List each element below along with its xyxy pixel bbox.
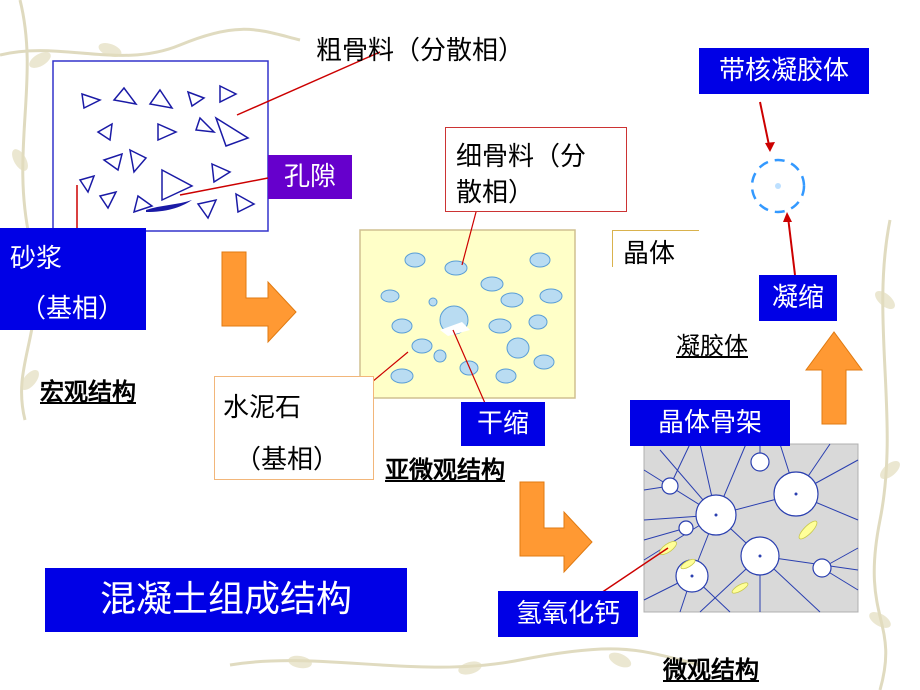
arrow-micro-to-gel: [805, 331, 863, 425]
cement-stone-line2: （基相）: [235, 445, 340, 475]
submicro-structure-title: 亚微观结构: [385, 456, 505, 484]
mortar-label-line1: 砂浆: [10, 244, 63, 274]
macro-structure-title: 宏观结构: [40, 378, 136, 406]
fine-aggregate-line1: 细骨料（分: [456, 142, 587, 172]
mortar-label-line2: （基相）: [20, 294, 125, 324]
concrete-structure-title: 混凝土组成结构: [45, 568, 407, 632]
crystal-skeleton-label: 晶体骨架: [630, 400, 790, 446]
calcium-hydroxide-label: 氢氧化钙: [498, 591, 638, 637]
gel-label: 凝胶体: [676, 332, 748, 360]
coarse-aggregate-label: 粗骨料（分散相）: [316, 36, 525, 66]
micro-structure-title: 微观结构: [663, 656, 759, 684]
crystal-label: 晶体: [612, 230, 699, 269]
arrow-submicro-to-micro: [519, 481, 593, 574]
coarse-aggregate-triangles: [78, 84, 256, 220]
pore-label: 孔隙: [268, 155, 352, 199]
crystal-label-text: 晶体: [623, 239, 676, 269]
mortar-label: 砂浆 （基相）: [0, 228, 146, 330]
cement-stone-label: 水泥石 （基相）: [214, 376, 374, 480]
shrinkage-label: 干缩: [461, 402, 545, 446]
arrow-macro-to-submicro: [221, 251, 297, 344]
condensation-label: 凝缩: [759, 275, 837, 321]
fine-aggregate-label: 细骨料（分 散相）: [445, 127, 627, 212]
nucleated-gel-label: 带核凝胶体: [699, 48, 869, 94]
fine-aggregate-line2: 散相）: [456, 178, 535, 208]
cement-stone-line1: 水泥石: [223, 393, 302, 423]
